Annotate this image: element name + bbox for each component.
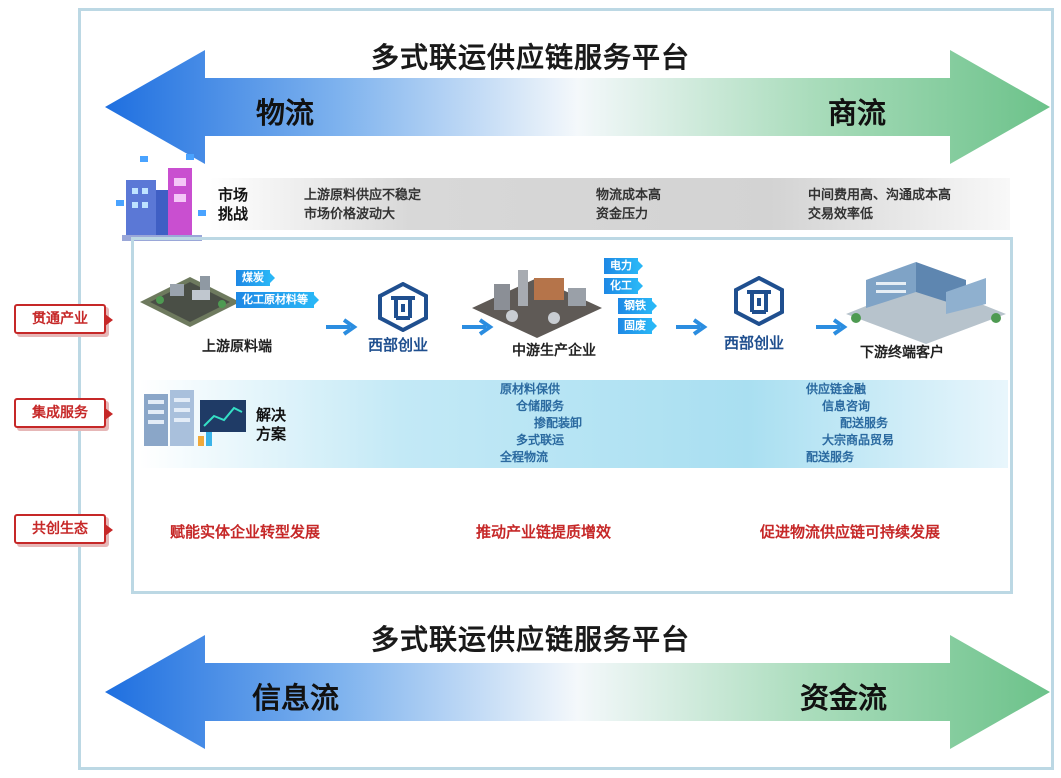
upstream-mine-icon (140, 276, 240, 327)
challenge-group-trade: 中间费用高、沟通成本高交易效率低 (808, 188, 952, 222)
service-item: 配送服务 (840, 416, 889, 430)
tag-integrated-service: 集成服务 (14, 398, 113, 428)
ecosystem-goal: 促进物流供应链可持续发展 (760, 523, 941, 541)
ecosystem-goal: 推动产业链提质增效 (476, 523, 612, 541)
flow-information-label: 信息流 (252, 681, 340, 715)
solution-band (140, 380, 1008, 468)
challenge-title: 市场 挑战 (218, 186, 249, 223)
flow-arrow-1 (326, 318, 358, 336)
platform-title-bottom: 多式联运供应链服务平台 (370, 623, 690, 656)
challenge-group-logistics: 物流成本高资金压力 (596, 188, 662, 222)
flow-arrow-4 (816, 318, 848, 336)
flow-arrow-2 (462, 318, 494, 336)
ecosystem-goal: 赋能实体企业转型发展 (170, 523, 321, 541)
service-item: 原材料保供 (500, 382, 561, 396)
upstream-label: 上游原料端 (202, 339, 272, 355)
chip-steel: 钢铁 (618, 298, 657, 314)
service-item: 全程物流 (500, 450, 549, 464)
chip-chem-materials: 化工原材料等 (236, 292, 319, 308)
downstream-label: 下游终端客户 (860, 345, 944, 361)
industry-frame (131, 237, 1013, 594)
city-buildings-icon (116, 154, 206, 241)
service-item: 仓储服务 (516, 399, 565, 413)
tag-industry-link: 贯通产业 (14, 304, 113, 334)
downstream-buildings-icon (846, 262, 1006, 344)
brand-logo-icon (734, 276, 784, 326)
service-item: 信息咨询 (822, 399, 871, 413)
challenge-group-upstream: 上游原料供应不稳定市场价格波动大 (304, 188, 422, 222)
bottom-double-arrow (105, 635, 1050, 765)
midstream-factory-icon (472, 270, 602, 338)
chip-power: 电力 (604, 258, 643, 274)
brand-logo-icon (378, 282, 428, 332)
flow-logistics-label: 物流 (256, 96, 315, 130)
solution-title: 解决 方案 (256, 406, 287, 443)
service-item: 配送服务 (806, 450, 855, 464)
platform-title-top: 多式联运供应链服务平台 (370, 41, 690, 74)
top-double-arrow (105, 50, 1050, 180)
flow-commerce-label: 商流 (828, 96, 887, 130)
service-item: 多式联运 (516, 433, 565, 447)
challenge-band (210, 178, 1010, 230)
brand-label-1: 西部创业 (368, 336, 429, 354)
midstream-label: 中游生产企业 (512, 343, 596, 359)
flow-capital-label: 资金流 (800, 681, 888, 715)
chip-coal: 煤炭 (236, 270, 275, 286)
service-item: 掺配装卸 (534, 416, 583, 430)
tag-co-ecosystem: 共创生态 (14, 514, 113, 544)
service-item: 供应链金融 (806, 382, 867, 396)
servers-dashboard-icon (144, 390, 246, 446)
chip-solid-waste: 固废 (618, 318, 657, 334)
flow-arrow-3 (676, 318, 708, 336)
platform-frame (78, 8, 1054, 770)
chip-chemical: 化工 (604, 278, 643, 294)
service-item: 大宗商品贸易 (822, 433, 895, 447)
brand-label-2: 西部创业 (724, 334, 785, 352)
